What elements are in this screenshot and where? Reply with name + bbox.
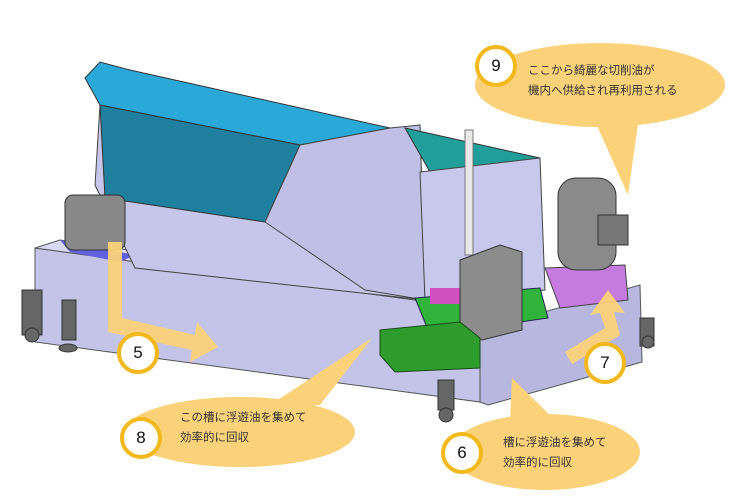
callout-bubble-9 xyxy=(475,43,725,195)
callout-6-line-1: 槽に浮遊油を集めて xyxy=(503,435,607,449)
callout-number-9: 9 xyxy=(475,45,517,87)
pump xyxy=(64,194,126,251)
callout-text-8: この槽に浮遊油を集めて 効率的に回収 xyxy=(180,407,307,447)
callout-bubble-8 xyxy=(125,338,372,467)
marker-number-5: 5 xyxy=(117,332,159,374)
callout-8-line-2: 効率的に回収 xyxy=(180,430,249,444)
callout-8-line-1: この槽に浮遊油を集めて xyxy=(180,410,307,424)
marker-number-7: 7 xyxy=(584,342,626,384)
callout-bubble-6 xyxy=(450,378,640,490)
motor-terminal xyxy=(597,214,629,246)
supply-pipe xyxy=(464,129,474,256)
callout-text-6: 槽に浮遊油を集めて 効率的に回収 xyxy=(503,432,607,472)
control-box xyxy=(459,244,523,341)
green-tray xyxy=(379,321,481,373)
callout-9-line-2: 機内へ供給され再利用される xyxy=(528,83,678,97)
callout-9-line-1: ここから綺麗な切削油が xyxy=(528,63,655,77)
flow-arrow-7 xyxy=(565,290,625,364)
callout-number-6: 6 xyxy=(441,432,483,474)
casters xyxy=(21,289,655,423)
callout-6-line-2: 効率的に回収 xyxy=(503,455,572,469)
callout-number-8: 8 xyxy=(120,417,162,459)
callout-text-9: ここから綺麗な切削油が 機内へ供給され再利用される xyxy=(528,60,678,100)
